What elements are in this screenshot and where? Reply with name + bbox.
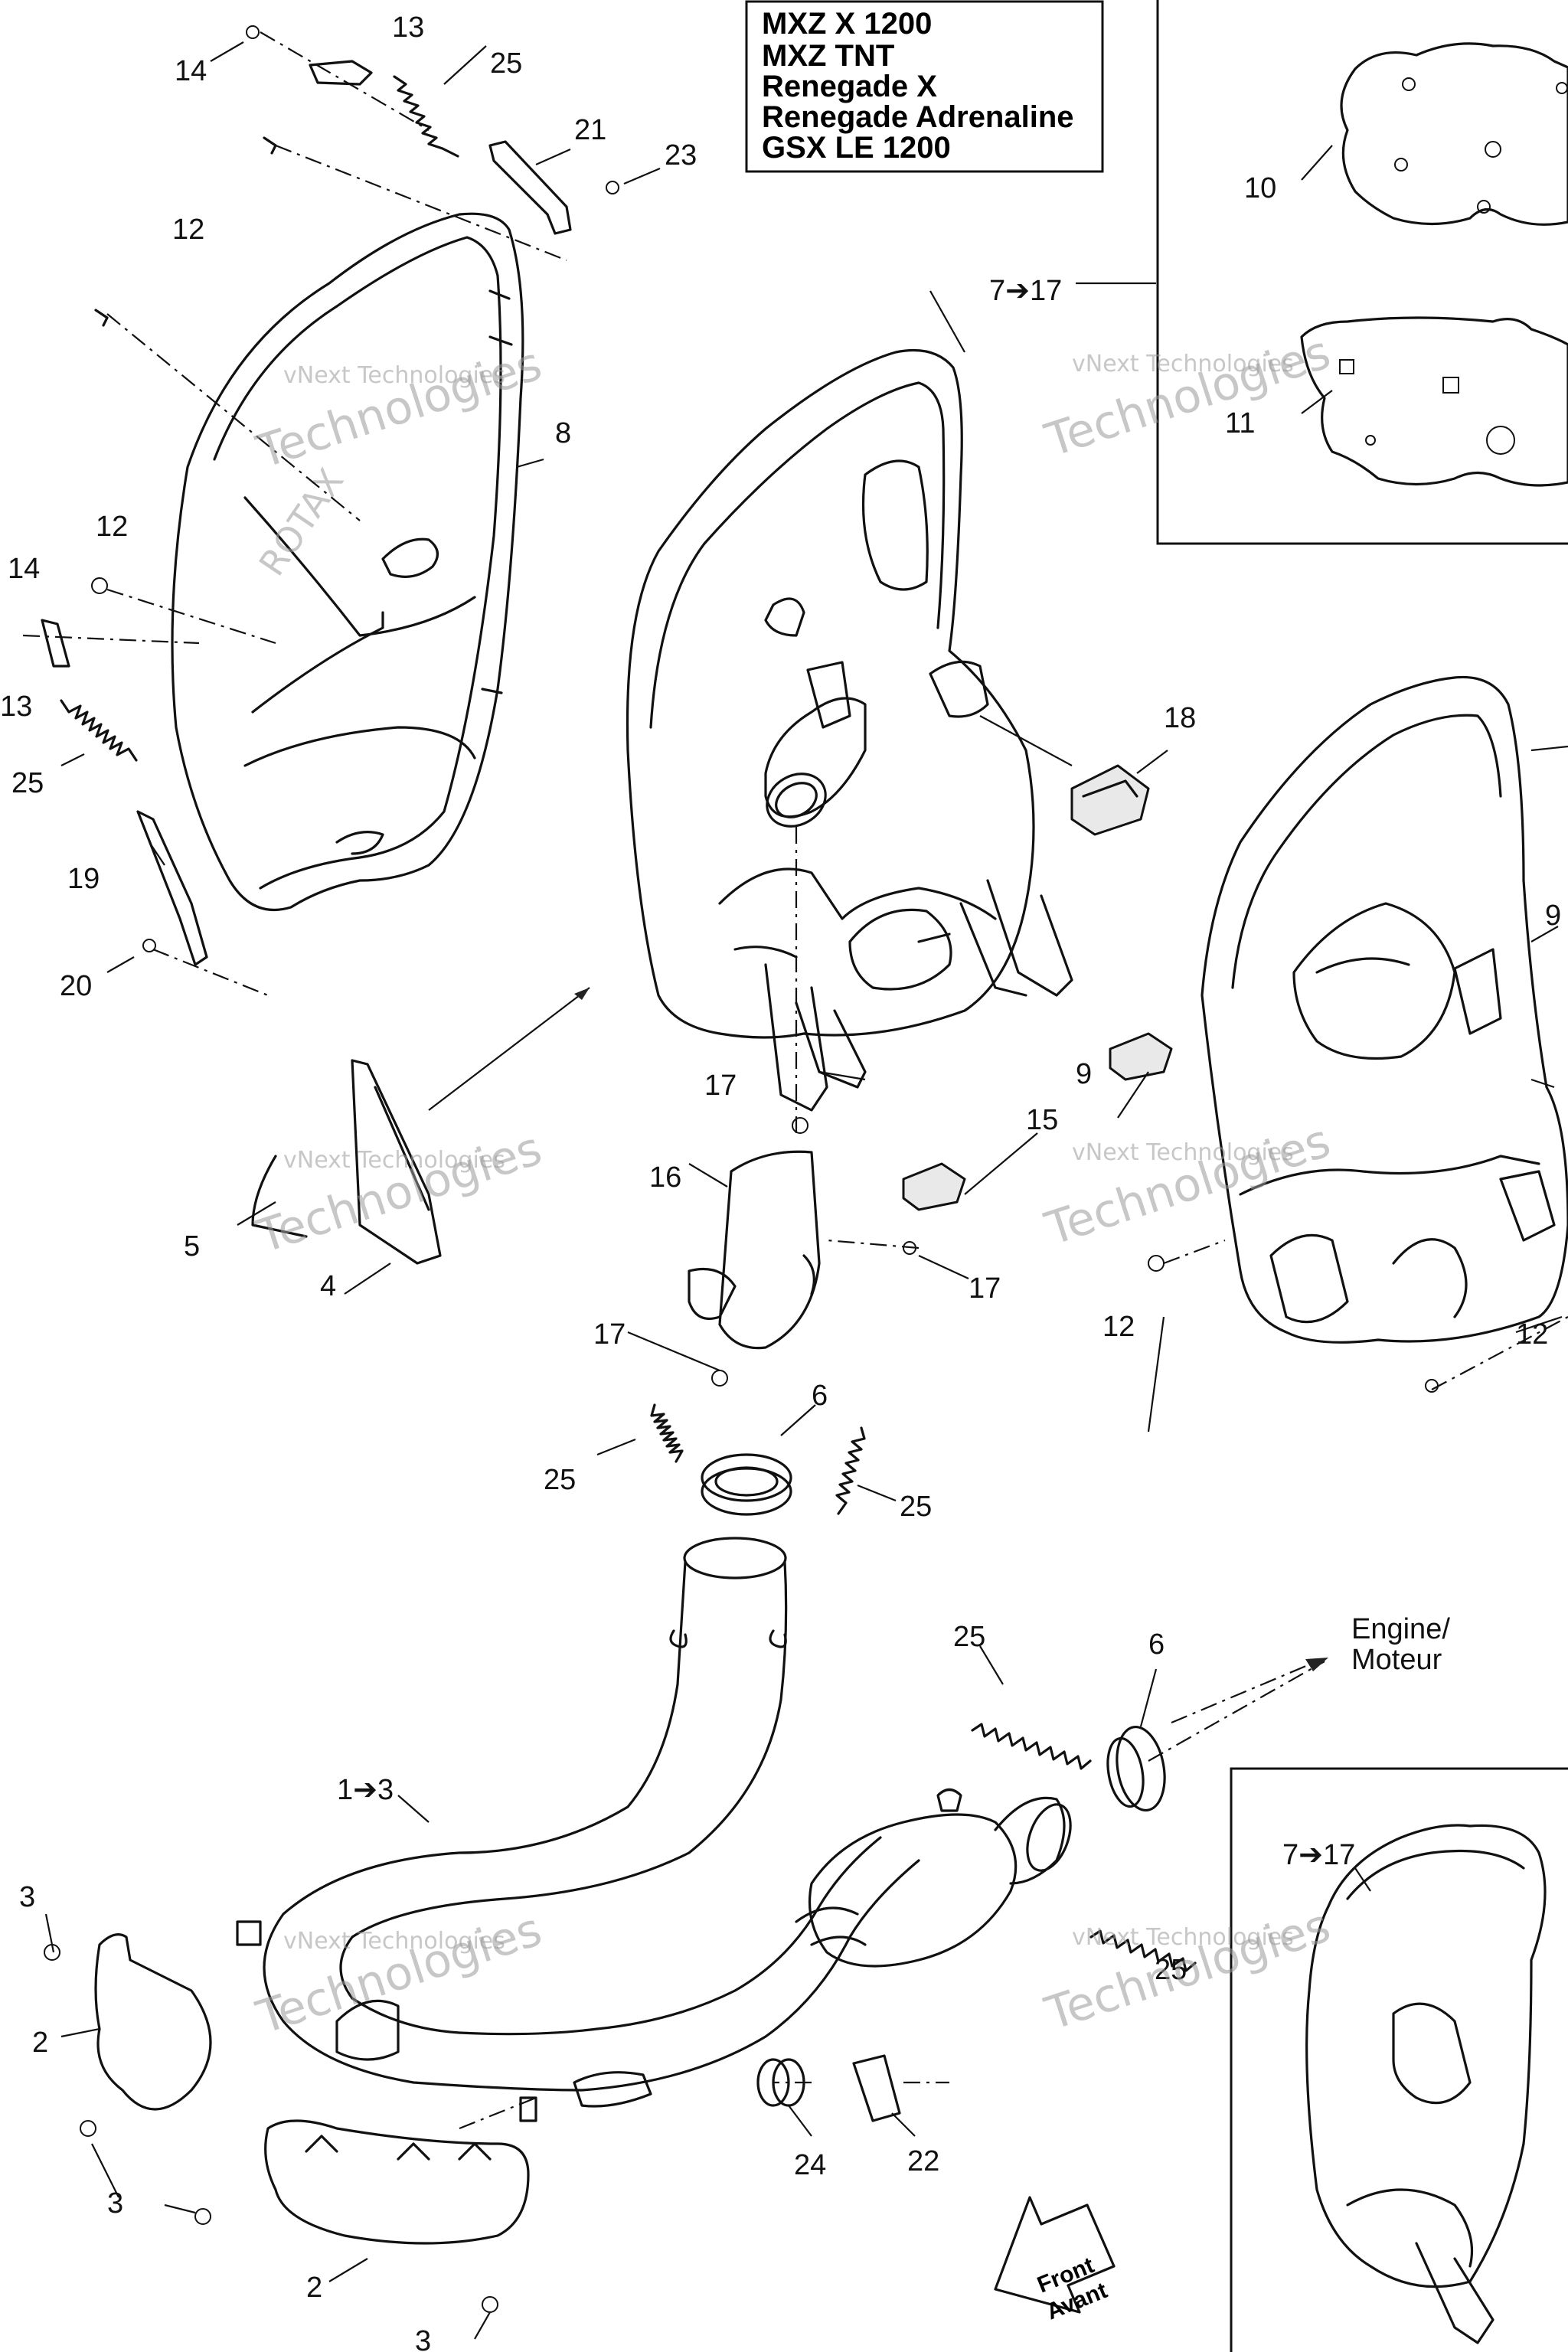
front-arrow: Front Avant xyxy=(994,2196,1116,2324)
model-line: Renegade Adrenaline xyxy=(762,100,1074,134)
callout: 12 xyxy=(1516,1318,1548,1351)
callout: 14 xyxy=(175,55,207,87)
engine-direction: Engine/ Moteur xyxy=(1171,1613,1450,1724)
callout: 25 xyxy=(11,767,44,799)
model-applicability-box: MXZ X 1200 MXZ TNT Renegade X Renegade A… xyxy=(745,0,1104,173)
watermark-large: Technologies xyxy=(250,337,548,479)
clip-12a xyxy=(263,136,277,155)
callout: 17 xyxy=(704,1070,737,1102)
inset-muffler-box xyxy=(1230,1767,1568,2352)
callout: 5 xyxy=(184,1230,200,1263)
small-parts xyxy=(41,25,1439,1393)
callout: 1➔3 xyxy=(337,1774,394,1806)
clip-13-top xyxy=(309,60,373,86)
watermark-line: vNext Technologies xyxy=(1072,1924,1294,1951)
callout: 20 xyxy=(60,970,92,1002)
shield-5 xyxy=(251,1155,308,1238)
spring-center-left xyxy=(650,1403,684,1463)
leader-lines xyxy=(44,41,1563,2340)
watermark-large: Technologies xyxy=(1039,325,1337,468)
callout: 17 xyxy=(593,1318,626,1351)
heat-shields-4-5 xyxy=(251,987,590,1265)
callout: 12 xyxy=(172,214,204,246)
callout: 16 xyxy=(649,1161,681,1194)
callout: 2 xyxy=(32,2027,48,2059)
lower-small-parts xyxy=(756,1725,1166,2122)
callout: 25 xyxy=(900,1491,932,1523)
engine-label-line1: Engine/ xyxy=(1351,1613,1450,1645)
watermarks: vNext Technologies Technologies vNext Te… xyxy=(250,325,1337,2045)
engine-label-line2: Moteur xyxy=(1351,1644,1442,1676)
callout: 3 xyxy=(415,2325,431,2352)
callout: 13 xyxy=(392,11,424,44)
callout-numbers: 13 14 25 21 23 12 8 12 14 13 25 19 20 10… xyxy=(0,11,1561,2352)
callout: 23 xyxy=(665,139,697,172)
callout: 13 xyxy=(0,691,32,723)
callout: 3 xyxy=(19,1881,35,1913)
callout: 7➔17 xyxy=(989,275,1062,307)
watermark-line: vNext Technologies xyxy=(283,362,505,389)
watermark-large: Technologies xyxy=(1039,1899,1337,2041)
callout: 17 xyxy=(969,1272,1001,1305)
callout: 6 xyxy=(812,1380,828,1412)
rubber-mount-15a xyxy=(1109,1032,1173,1081)
assembly-lines xyxy=(22,31,1568,2130)
bracket-19 xyxy=(136,810,208,966)
callout: 24 xyxy=(794,2149,826,2181)
callout: 4 xyxy=(320,1270,336,1302)
bracket-21 xyxy=(488,140,572,235)
muffler-7-17 xyxy=(626,348,1073,1112)
clip-12b xyxy=(94,309,109,327)
model-line: Renegade X xyxy=(762,70,937,103)
watermark-large: Technologies xyxy=(1039,1114,1337,1256)
gasket-11 xyxy=(1300,316,1568,487)
spring-top xyxy=(393,75,459,158)
watermark-line: vNext Technologies xyxy=(283,1147,505,1174)
callout: 22 xyxy=(907,2145,939,2177)
model-line: MXZ TNT xyxy=(762,39,894,73)
watermark-line: vNext Technologies xyxy=(1072,351,1294,377)
inset-gasket-box xyxy=(1076,0,1568,545)
callout: 18 xyxy=(1164,702,1196,734)
watermark-line: vNext Technologies xyxy=(283,1928,505,1955)
gasket-10 xyxy=(1340,42,1568,226)
rubber-mount-18 xyxy=(979,715,1168,836)
callout: 7➔17 xyxy=(1282,1839,1355,1871)
callout: 25 xyxy=(1155,1954,1187,1986)
callout: 3 xyxy=(107,2187,123,2220)
callout: 10 xyxy=(1244,172,1276,204)
grommet-6-top xyxy=(701,1453,792,1516)
spring-center-right xyxy=(835,1426,866,1515)
model-line: MXZ X 1200 xyxy=(762,7,932,41)
callout: 25 xyxy=(953,1621,985,1653)
callout: 6 xyxy=(1148,1628,1165,1661)
callout: 8 xyxy=(555,417,571,449)
callout: 2 xyxy=(306,2272,322,2304)
spring-lower-2 xyxy=(1089,1929,1197,1972)
spring-lower-1 xyxy=(971,1723,1092,1770)
shield-4 xyxy=(351,1059,442,1265)
callout: 12 xyxy=(1102,1311,1135,1343)
model-line: GSX LE 1200 xyxy=(762,131,951,165)
callout: 14 xyxy=(8,553,40,585)
bracket-16 xyxy=(688,1150,821,1350)
watermark-line: vNext Technologies xyxy=(1072,1139,1294,1166)
exhaust-pipe xyxy=(236,1537,1072,2122)
callout: 25 xyxy=(490,47,522,80)
callout: 9 xyxy=(1545,900,1561,932)
callout: 12 xyxy=(96,511,128,543)
callout: 19 xyxy=(67,863,100,895)
springs xyxy=(60,75,1197,1972)
muffler-9 xyxy=(1200,675,1568,1344)
callout: 15 xyxy=(1026,1104,1058,1136)
callout: 21 xyxy=(574,114,606,146)
callout: 11 xyxy=(1225,407,1255,439)
callout: 25 xyxy=(544,1464,576,1496)
clip-13-left xyxy=(41,619,70,668)
callout: 9 xyxy=(1076,1058,1092,1090)
spring-left xyxy=(60,699,138,762)
heat-shield-8: ROTAX xyxy=(171,212,524,911)
rubber-mount-15b xyxy=(902,1162,966,1211)
